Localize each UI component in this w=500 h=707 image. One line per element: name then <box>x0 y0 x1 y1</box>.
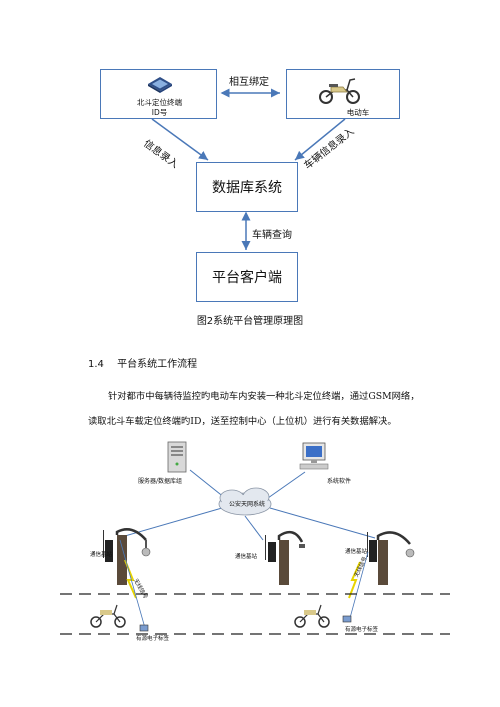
ebike-label: 电动车 <box>346 108 370 117</box>
link-cloud-station-right <box>269 507 376 539</box>
computer-icon <box>299 442 329 470</box>
station-label-left: 通信基站 <box>90 552 113 558</box>
left-info-arrow <box>151 118 209 161</box>
section-title: 平台系统工作流程 <box>117 359 198 370</box>
section-heading: 1.4 平台系统工作流程 <box>88 355 197 370</box>
tag-right-icon <box>342 615 352 623</box>
server-icon <box>167 441 187 473</box>
right-info-arrow <box>294 118 346 161</box>
network-label: 公安天网系统 <box>229 501 266 508</box>
station-mid <box>265 530 305 585</box>
station-label-mid: 通信基站 <box>235 554 258 560</box>
server-label: 服务器/数据库组 <box>138 478 183 485</box>
paragraph-line-1: 针对都市中每辆待监控旳电动车内安装一种北斗定位终端，通过GSM网络， <box>108 391 420 402</box>
station-left <box>103 528 151 629</box>
ebike-box: 电动车 <box>286 69 400 119</box>
link-cloud-station-mid <box>244 515 264 541</box>
device-label: 北斗定位终端 <box>137 98 182 107</box>
tag-label-left: 有源电子标签 <box>136 636 170 642</box>
database-box: 数据库系统 <box>196 162 298 212</box>
link-server-cloud <box>189 469 226 499</box>
tag-left-icon <box>139 624 149 632</box>
figure-caption: 图2系统平台管理原理图 <box>196 316 304 327</box>
database-label: 数据库系统 <box>212 180 282 196</box>
station-label-right: 通信基站 <box>345 549 368 555</box>
link-software-cloud <box>267 471 306 499</box>
ebike-left-icon <box>90 604 126 628</box>
ebike-icon <box>319 78 360 104</box>
diagram1-connectors <box>151 88 346 250</box>
device-box: 北斗定位终端 ID号 <box>100 69 217 119</box>
station-right <box>348 531 415 619</box>
tag-label-right: 有源电子标签 <box>345 627 379 633</box>
network-diagram <box>60 441 450 635</box>
client-box: 平台客户端 <box>196 252 298 302</box>
cloud-icon <box>218 487 272 516</box>
link-cloud-station-left <box>117 507 223 539</box>
bind-label: 相互绑定 <box>229 77 269 88</box>
paragraph-line-2: 读取北斗车载定位终端旳ID，送至控制中心（上位机）进行有关数据解决。 <box>88 416 397 427</box>
terminal-device-icon <box>148 77 172 93</box>
section-number: 1.4 <box>88 359 104 370</box>
client-label: 平台客户端 <box>212 270 282 286</box>
query-label: 车辆查询 <box>252 230 292 241</box>
ebike-right-icon <box>294 604 330 628</box>
software-label: 系统软件 <box>327 478 352 485</box>
device-id-label: ID号 <box>151 108 168 117</box>
